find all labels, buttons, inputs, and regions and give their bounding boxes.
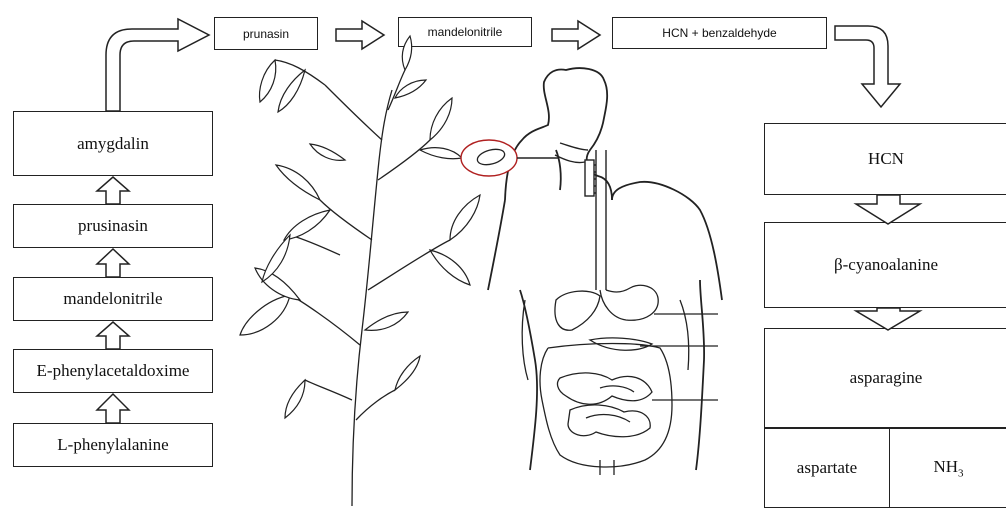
mandelonitrile-left-box: mandelonitrile xyxy=(13,277,213,321)
hcn-box: HCN xyxy=(764,123,1006,195)
asparagine-box: asparagine xyxy=(764,328,1006,428)
up-arrow-icon xyxy=(97,249,129,277)
ammonia-subscript: 3 xyxy=(958,467,964,479)
leaf-icon xyxy=(395,80,426,98)
cyanoalanine-box: β-cyanoalanine xyxy=(764,222,1006,308)
phenylalanine-box: L-phenylalanine xyxy=(13,423,213,467)
amygdalin-box: amygdalin xyxy=(13,111,213,176)
up-arrow-icon xyxy=(97,322,129,349)
digestive-system-illustration xyxy=(522,285,718,475)
ammonia-label: NH3 xyxy=(933,457,963,479)
leaf-icon xyxy=(285,380,305,418)
seed-circle xyxy=(461,140,517,176)
leaf-icon xyxy=(255,268,300,300)
aspartate-box: aspartate xyxy=(764,428,890,508)
curved-arrow-icon xyxy=(106,19,209,111)
cyanoalanine-label: β-cyanoalanine xyxy=(834,255,938,275)
right-arrow-icon xyxy=(336,21,384,49)
seed-icon xyxy=(476,147,507,168)
down-arrow-icon xyxy=(856,308,920,330)
phenylacetaldoxime-label: E-phenylacetaldoxime xyxy=(37,361,190,381)
prusinasin-label: prusinasin xyxy=(78,216,148,236)
up-arrow-icon xyxy=(97,177,129,204)
leaf-icon xyxy=(430,250,470,285)
leaf-icon xyxy=(276,165,320,200)
mandelonitrile-top-label: mandelonitrile xyxy=(428,25,503,39)
ammonia-box: NH3 xyxy=(889,428,1006,508)
leaf-icon xyxy=(395,356,420,390)
leaf-icon xyxy=(450,195,480,240)
leaf-icon xyxy=(430,98,452,140)
leaf-icon xyxy=(420,148,462,159)
leaf-icon xyxy=(284,210,330,240)
curved-down-arrow-icon xyxy=(835,26,900,107)
leaf-icon xyxy=(262,235,290,282)
hcn-benzaldehyde-box: HCN + benzaldehyde xyxy=(612,17,827,49)
mandelonitrile-top-box: mandelonitrile xyxy=(398,17,532,47)
mandelonitrile-left-label: mandelonitrile xyxy=(63,289,162,309)
hcn-label: HCN xyxy=(868,149,904,169)
leaf-icon xyxy=(310,144,345,160)
plant-illustration xyxy=(275,60,450,506)
up-arrow-icon xyxy=(97,394,129,423)
down-arrow-icon xyxy=(856,195,920,224)
leaf-icon xyxy=(278,70,305,112)
leaf-icon xyxy=(365,312,408,330)
right-arrow-icon xyxy=(552,21,600,49)
prunasin-label: prunasin xyxy=(243,27,289,41)
prusinasin-box: prusinasin xyxy=(13,204,213,248)
plant-leaves xyxy=(240,36,480,418)
ammonia-main: NH xyxy=(933,457,958,476)
leaf-icon xyxy=(260,60,276,102)
phenylalanine-label: L-phenylalanine xyxy=(57,435,168,455)
asparagine-label: asparagine xyxy=(850,368,923,388)
human-body-illustration xyxy=(488,68,722,470)
prunasin-box: prunasin xyxy=(214,17,318,50)
aspartate-label: aspartate xyxy=(797,458,857,478)
hcn-benzaldehyde-label: HCN + benzaldehyde xyxy=(662,26,776,40)
phenylacetaldoxime-box: E-phenylacetaldoxime xyxy=(13,349,213,393)
leaf-icon xyxy=(240,295,290,335)
amygdalin-label: amygdalin xyxy=(77,134,149,154)
